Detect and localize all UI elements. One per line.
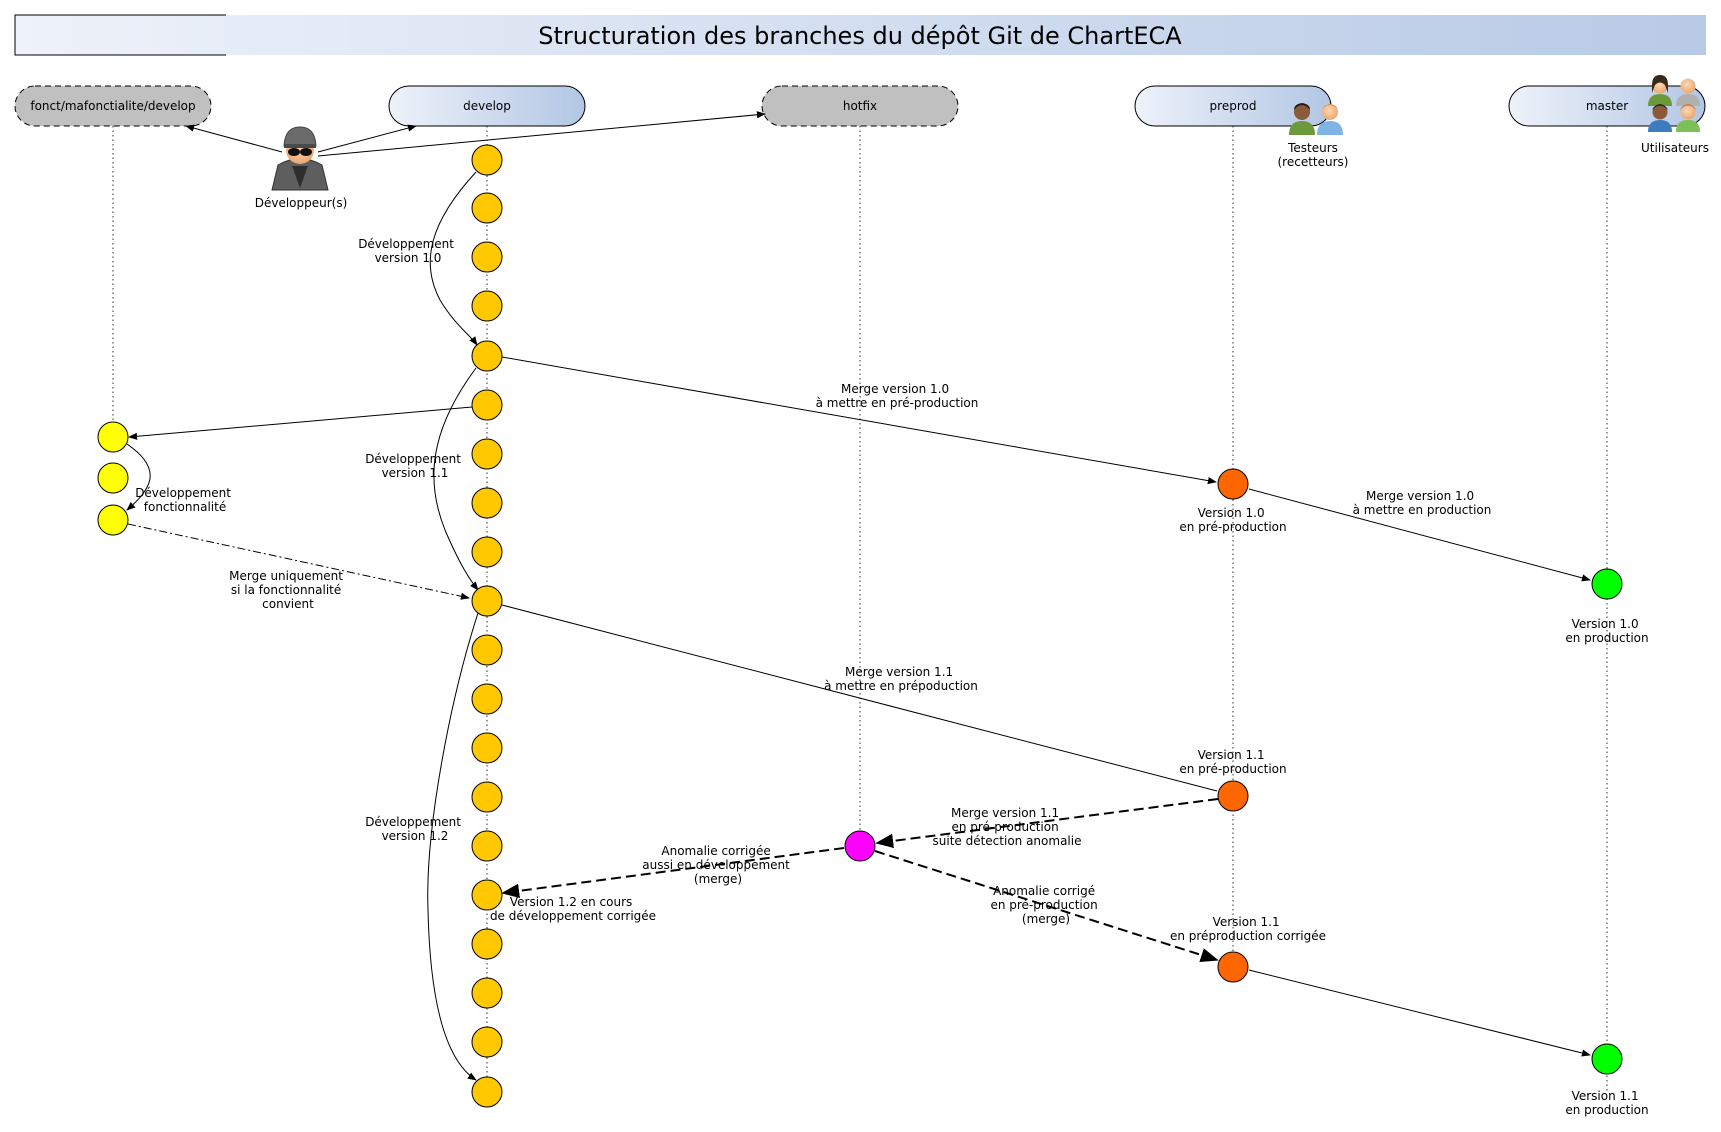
develop-commit-8 xyxy=(471,487,503,519)
develop-commit-12 xyxy=(471,683,503,715)
feature-commit-1 xyxy=(97,421,129,453)
dev-1-2-curve xyxy=(427,612,479,1081)
merge-hotfix-arrow xyxy=(875,798,1219,849)
dev-1-1-curve xyxy=(433,367,479,591)
develop-commit-20 xyxy=(471,1076,503,1108)
develop-commit-1 xyxy=(471,144,503,176)
develop-commit-5 xyxy=(471,340,503,372)
preprod-commit-1 xyxy=(1217,468,1249,500)
master-commit-1 xyxy=(1591,568,1623,600)
develop-commit-10 xyxy=(471,585,503,617)
label-v1-1-prod: Version 1.1 en production xyxy=(1565,1089,1648,1117)
feature-commit-3 xyxy=(97,504,129,536)
label-dev-1-1: Développement version 1.1 xyxy=(365,452,465,480)
branch-label-preprod: preprod xyxy=(1210,99,1257,113)
label-v1-2-dev: Version 1.2 en cours de développement co… xyxy=(490,895,656,923)
develop-commit-3 xyxy=(471,241,503,273)
feature-merge-arrow xyxy=(127,523,470,600)
label-v1-1-preprod: Version 1.1 en pré-production xyxy=(1179,748,1286,776)
label-dev-feature: Développement fonctionnalité xyxy=(135,486,235,514)
commits xyxy=(97,144,1623,1108)
branch-label-hotfix: hotfix xyxy=(843,99,877,113)
branch-header-feature: fonct/mafonctialite/develop xyxy=(14,85,212,127)
users-icon xyxy=(1648,75,1700,132)
label-merge-1-0-prod: Merge version 1.0 à mettre en production xyxy=(1353,489,1492,517)
merge-1-1-prod-arrow xyxy=(1248,969,1591,1057)
label-anomaly-preprod: Anomalie corrigé en pré-production (merg… xyxy=(990,884,1101,926)
branch-label-feature: fonct/mafonctialite/develop xyxy=(30,99,195,113)
branch-header-develop: develop xyxy=(388,85,586,127)
label-v1-0-prod: Version 1.0 en production xyxy=(1565,617,1648,645)
developer-arrows xyxy=(185,111,766,157)
merge-1-1-preprod-arrow xyxy=(501,604,1218,792)
develop-commit-17 xyxy=(471,928,503,960)
develop-commit-9 xyxy=(471,536,503,568)
preprod-commit-2 xyxy=(1217,780,1249,812)
label-anomaly-dev: Anomalie corrigée aussi en développement… xyxy=(642,844,793,886)
develop-commit-4 xyxy=(471,290,503,322)
preprod-commit-3 xyxy=(1217,951,1249,983)
branch-header-hotfix: hotfix xyxy=(761,85,959,127)
develop-commit-19 xyxy=(471,1026,503,1058)
label-merge-1-0-preprod: Merge version 1.0 à mettre en pré-produc… xyxy=(816,382,979,410)
feature-commit-2 xyxy=(97,462,129,494)
anomaly-dev-arrow xyxy=(501,847,845,899)
title-bar: Structuration des branches du dépôt Git … xyxy=(14,14,1706,56)
hotfix-commit xyxy=(844,830,876,862)
develop-commit-7 xyxy=(471,438,503,470)
testers-label-line2: (recetteurs) xyxy=(1278,155,1349,169)
label-v1-0-preprod: Version 1.0 en pré-production xyxy=(1179,506,1286,534)
develop-to-feature-arrow xyxy=(128,406,473,440)
develop-commit-2 xyxy=(471,192,503,224)
feature-dev-curve xyxy=(126,443,151,511)
annotations: Développement version 1.0 Développement … xyxy=(135,237,1648,1117)
label-dev-1-0: Développement version 1.0 xyxy=(358,237,458,265)
merge-1-0-preprod-arrow xyxy=(501,356,1217,485)
label-dev-1-2: Développement version 1.2 xyxy=(365,815,465,843)
branch-label-master: master xyxy=(1586,99,1628,113)
merge-1-0-prod-arrow xyxy=(1248,488,1591,582)
connectors xyxy=(126,171,1591,1081)
label-merge-1-1-preprod: Merge version 1.1 à mettre en prépoducti… xyxy=(824,665,978,693)
users-label: Utilisateurs xyxy=(1641,141,1709,155)
develop-commit-18 xyxy=(471,977,503,1009)
page-title: Structuration des branches du dépôt Git … xyxy=(538,22,1182,50)
label-merge-hotfix: Merge version 1.1 en pré-production suit… xyxy=(933,806,1082,848)
testers-label-line1: Testeurs xyxy=(1287,141,1338,155)
develop-commit-15 xyxy=(471,830,503,862)
master-commit-2 xyxy=(1591,1043,1623,1075)
develop-commit-11 xyxy=(471,634,503,666)
developers-label: Développeur(s) xyxy=(255,196,348,210)
testers-icon xyxy=(1289,103,1343,135)
branch-label-develop: develop xyxy=(463,99,511,113)
label-merge-feature: Merge uniquement si la fonctionnalité co… xyxy=(229,569,347,611)
dev-1-0-curve xyxy=(429,171,478,346)
branch-header-preprod: preprod xyxy=(1134,85,1332,127)
developer-spy-icon xyxy=(271,126,329,191)
label-v1-1-preprod-fixed: Version 1.1 en préproduction corrigée xyxy=(1170,915,1326,943)
develop-commit-13 xyxy=(471,732,503,764)
lifelines xyxy=(112,126,1608,1092)
develop-commit-16 xyxy=(471,879,503,911)
develop-commit-6 xyxy=(471,389,503,421)
develop-commit-14 xyxy=(471,781,503,813)
branch-header-master: master xyxy=(1508,85,1706,127)
